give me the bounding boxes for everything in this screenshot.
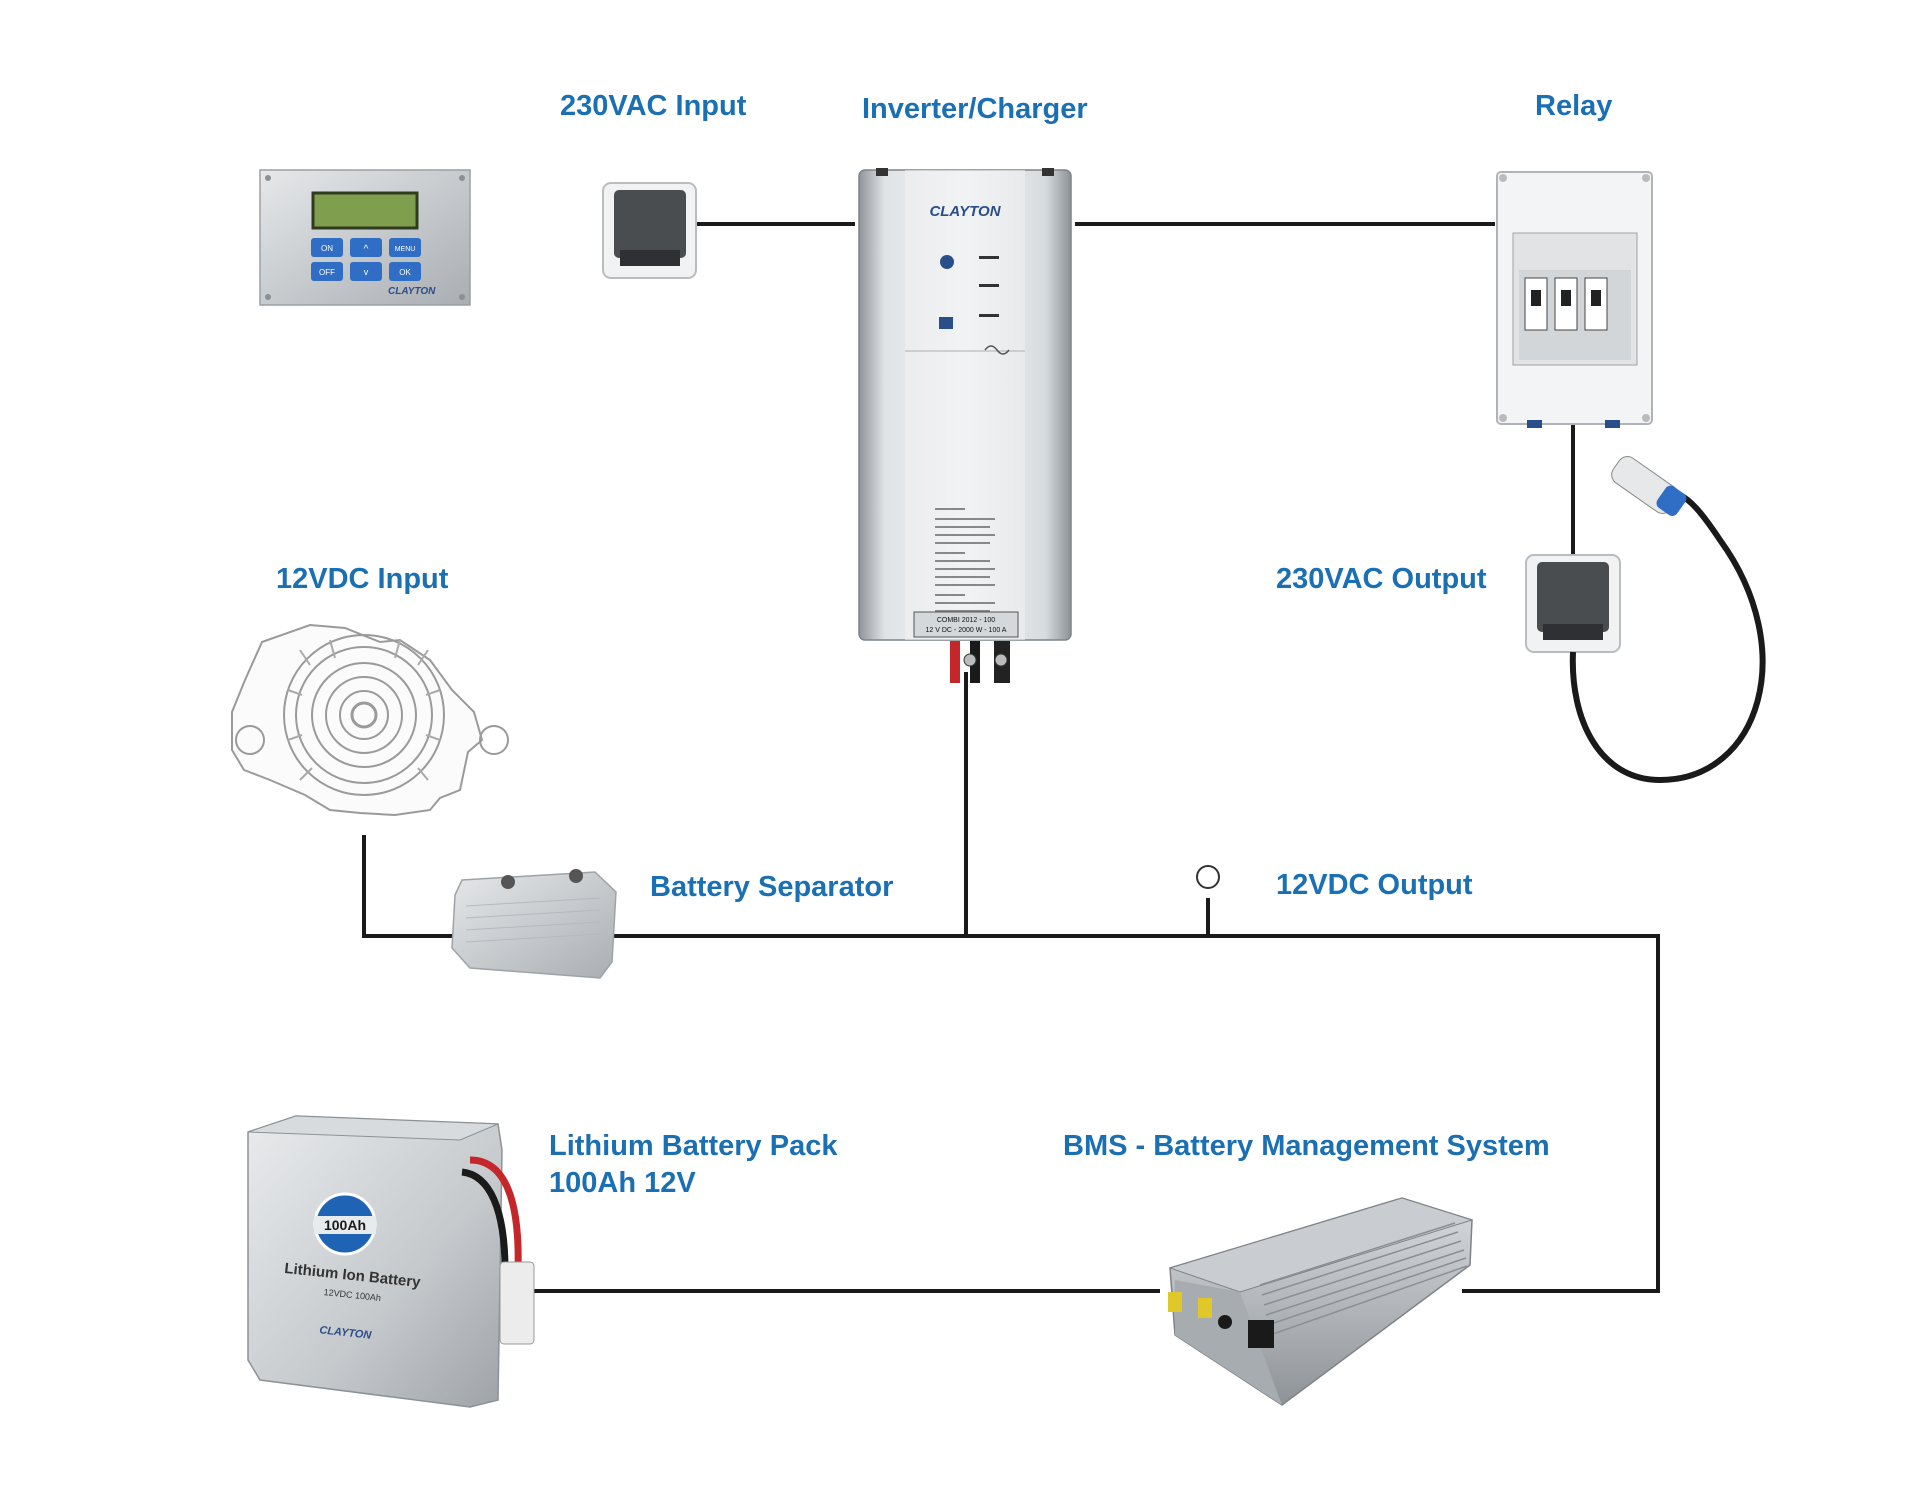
label-battery-separator: Battery Separator (650, 871, 894, 903)
bms-device (1168, 1197, 1474, 1406)
label-dc-input: 12VDC Input (276, 563, 449, 595)
inverter-model-line2: 12 V DC - 2000 W - 100 A (926, 627, 1007, 634)
battery-black-cable (461, 1168, 509, 1271)
wire-alternator-separator (362, 835, 455, 938)
powercon-plug (1611, 456, 1687, 516)
key-ok: OK (399, 268, 411, 277)
key-menu: MENU (395, 246, 416, 253)
wire-dc-bus (612, 934, 1660, 1293)
inverter-charger-unit: CLAYTON (858, 168, 1072, 683)
inverter-status-legend (935, 508, 995, 612)
dc-output-terminal (1196, 865, 1220, 889)
label-ac-output: 230VAC Output (1276, 563, 1487, 595)
remote-control-panel: ON ^ MENU OFF v OK CLAYTON (259, 169, 471, 306)
wiring (362, 222, 1660, 1293)
lithium-battery-device: 100Ah Lithium Ion Battery 12VDC 100Ah CL… (247, 1115, 535, 1408)
key-down: v (364, 267, 369, 277)
battery-brand-text: CLAYTON (319, 1324, 373, 1341)
label-battery-pack-line2: 100Ah 12V (549, 1167, 696, 1199)
key-on: ON (321, 244, 333, 253)
battery-red-cable (469, 1156, 522, 1271)
lcd-screen (311, 191, 419, 230)
key-off: OFF (319, 268, 335, 277)
relay-enclosure (1496, 171, 1653, 428)
label-relay: Relay (1535, 90, 1613, 122)
inverter-model-line1: COMBI 2012 - 100 (937, 617, 995, 624)
ac-output-socket (1525, 554, 1621, 653)
label-dc-output: 12VDC Output (1276, 869, 1473, 901)
inverter-power-switch (939, 317, 953, 329)
inverter-knob (940, 255, 954, 269)
panel-keys: ON ^ MENU OFF v OK (311, 238, 421, 281)
ac-input-socket (602, 182, 697, 279)
label-bms: BMS - Battery Management System (1063, 1130, 1550, 1162)
label-ac-input: 230VAC Input (560, 90, 747, 122)
inverter-brand: CLAYTON (929, 203, 1001, 220)
battery-separator-device (451, 869, 617, 979)
alternator (231, 623, 509, 817)
label-inverter-charger: Inverter/Charger (862, 93, 1088, 125)
panel-brand: CLAYTON (388, 286, 436, 297)
battery-capacity-text: 100Ah (324, 1217, 366, 1233)
label-battery-pack-line1: Lithium Battery Pack (549, 1130, 838, 1162)
key-up: ^ (364, 244, 369, 255)
output-power-cable (1569, 492, 1766, 784)
